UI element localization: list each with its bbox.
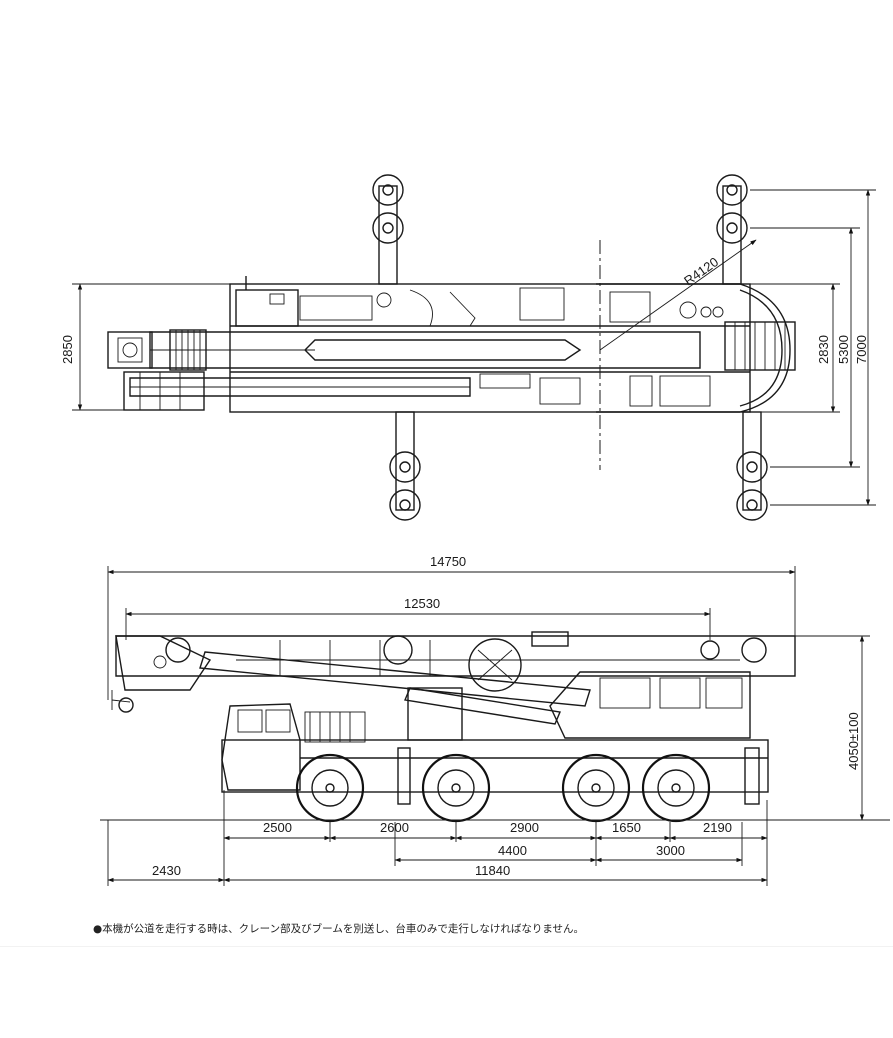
wheel-3	[561, 753, 631, 823]
top-view: R4120 2850 2830 5300 7000	[60, 174, 876, 521]
road-travel-note: ●本機が公道を走行する時は、クレーン部及びブームを別送し、台車のみで走行しなけれ…	[93, 923, 585, 935]
outrigger-front-upper	[372, 174, 404, 285]
dim-2500: 2500	[263, 820, 292, 835]
dim-2430: 2430	[152, 863, 181, 878]
dim-1650: 1650	[612, 820, 641, 835]
dim-5300: 5300	[836, 335, 851, 364]
dim-4400: 4400	[498, 843, 527, 858]
wheel-2	[421, 753, 491, 823]
dim-2600: 2600	[380, 820, 409, 835]
dim-12530: 12530	[404, 596, 440, 611]
dim-11840: 11840	[475, 863, 510, 878]
outrigger-rear-upper	[716, 174, 748, 285]
wheel-4	[641, 753, 711, 823]
side-view: 14750 12530 4050±100 2500 2600 2900 1650	[100, 554, 890, 886]
dim-2830: 2830	[816, 335, 831, 364]
dim-3000: 3000	[656, 843, 685, 858]
page-margin	[0, 946, 893, 1038]
dim-14750: 14750	[430, 554, 466, 569]
dim-2900: 2900	[510, 820, 539, 835]
dim-7000: 7000	[854, 335, 869, 364]
outrigger-front-lower	[389, 411, 421, 521]
wheel-1	[295, 753, 365, 823]
outrigger-rear-lower	[736, 411, 768, 521]
dim-2190: 2190	[703, 820, 732, 835]
dim-2850: 2850	[60, 335, 75, 364]
dim-height: 4050±100	[846, 712, 861, 770]
